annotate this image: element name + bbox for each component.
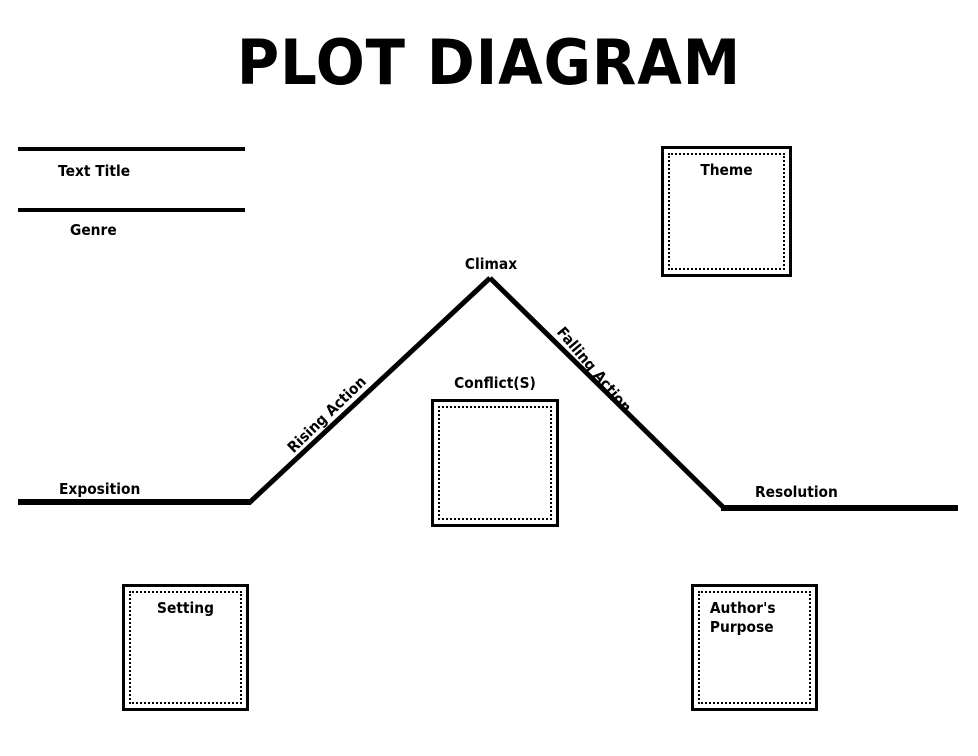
falling-action-line [488, 276, 725, 509]
authors-purpose-box[interactable]: Author's Purpose [691, 584, 818, 711]
rising-action-line [247, 276, 492, 505]
resolution-label: Resolution [755, 483, 838, 501]
conflict-box[interactable] [431, 399, 559, 527]
text-title-writein-line[interactable] [18, 147, 245, 151]
genre-label: Genre [70, 221, 117, 239]
setting-box-label: Setting [157, 599, 214, 617]
setting-box-inner-border [129, 591, 242, 704]
theme-box-label: Theme [700, 161, 753, 179]
page-title: PLOT DIAGRAM [236, 26, 742, 99]
theme-box[interactable]: Theme [661, 146, 792, 277]
authors-purpose-box-inner-border [698, 591, 811, 704]
climax-label: Climax [464, 255, 518, 273]
setting-box[interactable]: Setting [122, 584, 249, 711]
conflict-box-inner-border [438, 406, 552, 520]
text-title-label: Text Title [58, 162, 131, 180]
conflict-label: Conflict(S) [454, 374, 536, 392]
exposition-label: Exposition [59, 480, 141, 498]
genre-writein-line[interactable] [18, 208, 245, 212]
theme-box-inner-border [668, 153, 785, 270]
authors-purpose-box-label: Author's Purpose [709, 599, 776, 636]
